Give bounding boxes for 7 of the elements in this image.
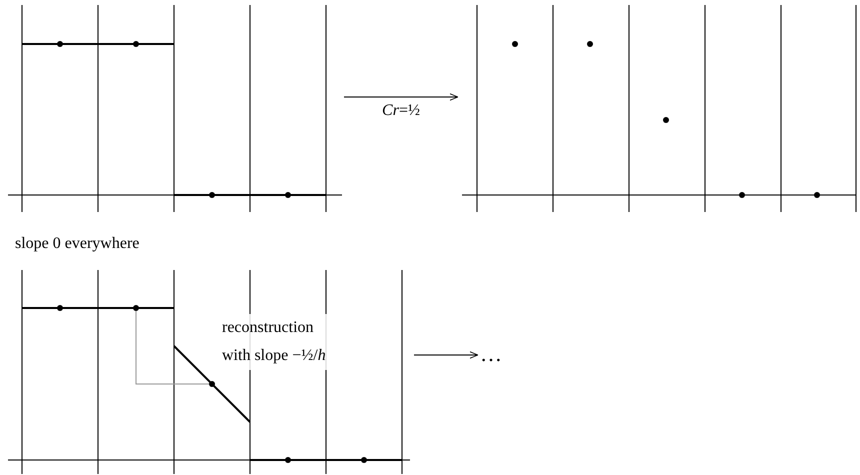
- ellipsis-text: …: [480, 342, 514, 366]
- step-plot-drawing: [8, 270, 412, 475]
- step-plot-drawing: [8, 5, 342, 213]
- arrow: [414, 351, 478, 359]
- caption-text: slope 0 everywhere: [15, 234, 140, 254]
- point-plot-drawing: [460, 5, 858, 213]
- arrow: [344, 93, 458, 101]
